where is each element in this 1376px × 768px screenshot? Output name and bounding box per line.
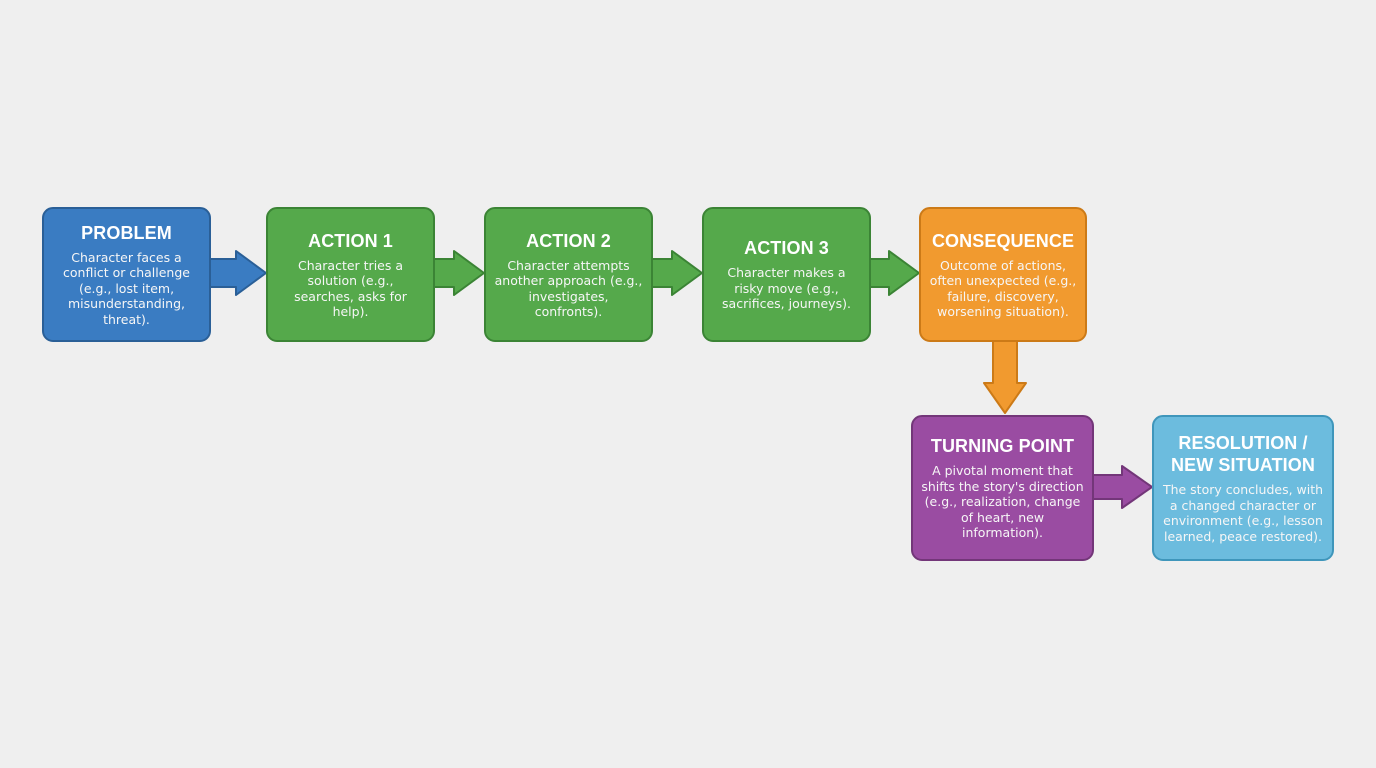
node-consequence-desc: Outcome of actions, often unexpected (e.… (929, 257, 1077, 320)
arrow-action1-to-action2 (432, 250, 485, 296)
arrow-turning-point-to-resolution (1091, 465, 1153, 509)
node-action-3-desc: Character makes a risky move (e.g., sacr… (722, 265, 851, 312)
node-resolution-title: RESOLUTION / NEW SITUATION (1171, 433, 1315, 475)
node-action-2-desc: Character attempts another approach (e.g… (494, 257, 643, 320)
node-action-3: ACTION 3 Character makes a risky move (e… (702, 207, 871, 342)
arrow-action3-to-consequence (868, 250, 920, 296)
node-action-1: ACTION 1 Character tries a solution (e.g… (266, 207, 435, 342)
node-action-2-title: ACTION 2 (526, 230, 611, 251)
node-problem: PROBLEM Character faces a conflict or ch… (42, 207, 211, 342)
arrow-action2-to-action3 (650, 250, 703, 296)
node-turning-point-title: TURNING POINT (930, 436, 1075, 457)
node-action-1-title: ACTION 1 (308, 230, 393, 251)
arrow-problem-to-action1 (208, 250, 267, 296)
node-action-3-title: ACTION 3 (744, 238, 829, 259)
node-resolution-desc: The story concludes, with a changed char… (1162, 482, 1324, 544)
node-resolution: RESOLUTION / NEW SITUATION The story con… (1152, 415, 1334, 561)
node-consequence: CONSEQUENCE Outcome of actions, often un… (919, 207, 1087, 342)
node-problem-desc: Character faces a conflict or challenge … (63, 249, 190, 327)
node-action-1-desc: Character tries a solution (e.g., search… (294, 257, 407, 320)
node-action-2: ACTION 2 Character attempts another appr… (484, 207, 653, 342)
node-problem-title: PROBLEM (81, 222, 172, 243)
node-turning-point: TURNING POINT A pivotal moment that shif… (911, 415, 1094, 561)
arrow-consequence-to-turning-point (983, 339, 1027, 414)
node-turning-point-desc: A pivotal moment that shifts the story's… (921, 463, 1084, 541)
node-consequence-title: CONSEQUENCE (931, 230, 1075, 251)
